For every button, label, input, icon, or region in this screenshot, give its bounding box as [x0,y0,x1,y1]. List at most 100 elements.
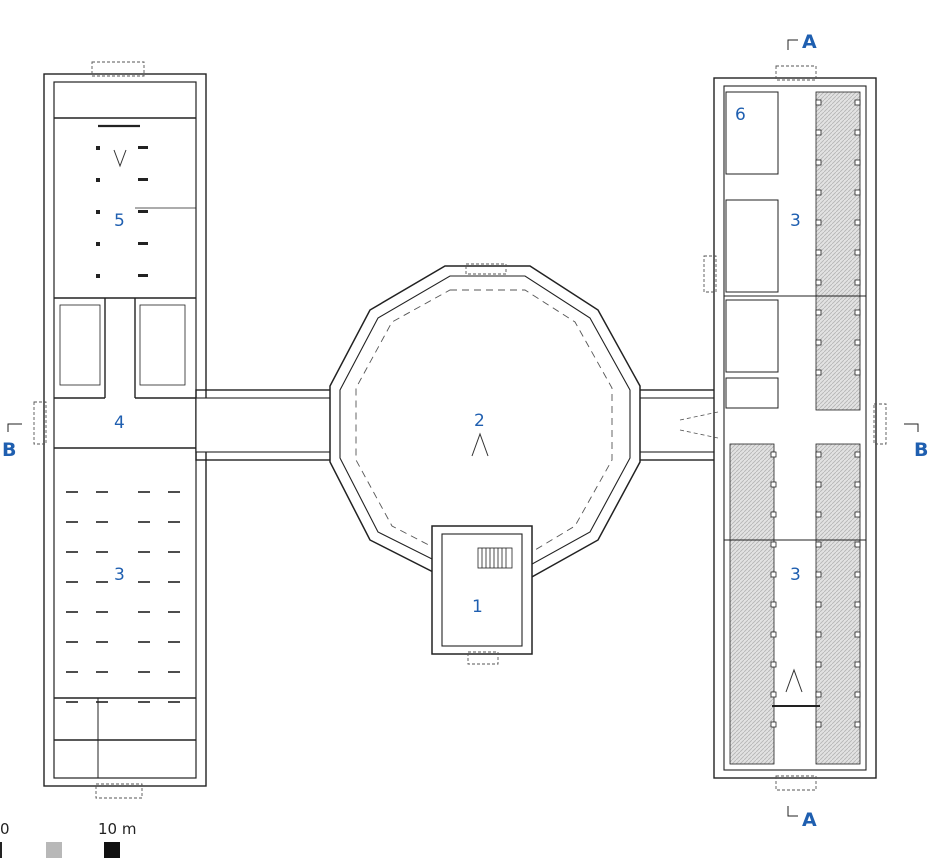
central-hall-dashed-ring [355,289,613,557]
column [138,178,148,181]
view-marker-central [471,432,489,457]
column [138,210,148,213]
column [854,691,861,698]
column [96,178,100,182]
column [815,571,822,578]
room-label-2: 2 [474,411,485,431]
column [815,249,822,256]
right-top-entrance-step [775,65,817,81]
section-letter-a-top: A [802,31,817,53]
left-top-entrance-step [91,61,145,77]
wc-right [139,304,186,386]
section-mark-b-left [7,423,22,432]
column [815,99,822,106]
right-wing-inner-wall [723,85,867,771]
left-wing-outer-wall [43,73,207,787]
column [815,279,822,286]
left-wing-inner-wall [53,81,197,779]
column [854,571,861,578]
view-marker-upper-left [113,149,127,168]
wc-room [725,299,779,373]
column [138,242,148,245]
scale-tick [0,842,2,858]
column [770,691,777,698]
column [854,339,861,346]
column [815,159,822,166]
column [96,210,100,214]
entrance-block [431,525,533,665]
column [815,481,822,488]
column [815,601,822,608]
room-label-3-right-upper: 3 [790,211,801,231]
column [854,369,861,376]
view-marker-right [785,668,803,693]
room-label-6: 6 [735,105,746,125]
left-bottom-entrance-step [95,783,143,799]
right-upper-hatched-bay [815,91,861,411]
column [770,661,777,668]
column [854,219,861,226]
column [815,721,822,728]
column [815,631,822,638]
column [815,219,822,226]
view-markers [113,149,803,693]
column [854,541,861,548]
section-marks [7,39,919,817]
column [96,274,100,278]
column [770,601,777,608]
left-connector-inner [195,397,337,453]
room-label-5: 5 [114,211,125,231]
column [854,189,861,196]
column [815,129,822,136]
stair-room [725,199,779,293]
column [815,451,822,458]
column [815,369,822,376]
column [815,339,822,346]
left-side-entrance [33,401,47,445]
column [770,541,777,548]
right-west-entrance [703,255,717,293]
section-mark-b-right [904,423,919,432]
column [96,146,100,150]
column-markers [96,99,861,728]
column [770,451,777,458]
right-side-entrance [873,403,887,445]
column [854,661,861,668]
column [138,146,148,149]
right-bottom-entrance-step [775,775,817,791]
column [96,242,100,246]
right-wing [679,65,887,791]
column [854,511,861,518]
column [854,99,861,106]
scale-end-label: 10 m [98,820,136,838]
column [770,631,777,638]
scale-bar: 0 10 m [0,820,136,858]
room-label-1: 1 [472,597,483,617]
column [770,481,777,488]
central-top-door [465,263,507,275]
column [854,159,861,166]
right-lower-right-hatched-bay [815,443,861,765]
left-wing [33,61,207,799]
column [138,274,148,277]
small-room [725,377,779,409]
column [854,631,861,638]
column [770,571,777,578]
scale-start-label: 0 [0,820,10,838]
right-lower-left-hatched-bay [729,443,775,765]
column [815,309,822,316]
room-label-4: 4 [114,413,125,433]
section-letter-b-left: B [2,439,16,461]
wc-left [59,304,101,386]
column [854,129,861,136]
column [815,511,822,518]
column [854,309,861,316]
column [854,601,861,608]
column [815,691,822,698]
room-label-3-right-lower: 3 [790,565,801,585]
column [854,451,861,458]
service-room-6 [725,91,779,175]
room-label-3-left: 3 [114,565,125,585]
column [854,721,861,728]
